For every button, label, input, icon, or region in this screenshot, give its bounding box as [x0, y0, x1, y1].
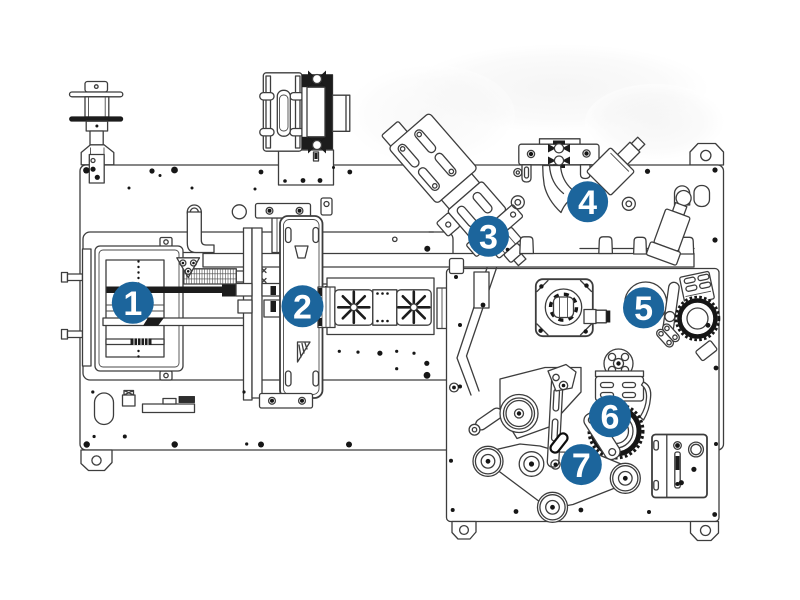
callout-5: 5 [623, 287, 665, 329]
callout-3: 3 [468, 215, 509, 257]
unit-3-angled [381, 113, 527, 267]
roller-left [472, 445, 504, 477]
top-motor-assembly [259, 70, 351, 186]
callout-6-number: 6 [601, 399, 620, 437]
callout-7: 7 [560, 444, 602, 486]
flat-bar [141, 396, 196, 414]
plate-ear-top-right [689, 142, 725, 166]
web-ribbon-path [428, 231, 498, 396]
callout-1-number: 1 [123, 285, 142, 323]
callout-6: 6 [589, 395, 631, 438]
reel-spool [68, 80, 124, 184]
star-wheel-left [334, 289, 374, 326]
unit-4-bracket [510, 136, 646, 214]
tilted-piston [645, 189, 692, 266]
callout-2: 2 [281, 285, 324, 328]
mesh-die-block [176, 257, 267, 285]
callout-2-number: 2 [293, 289, 312, 327]
spacer-block [372, 289, 398, 326]
callout-3-number: 3 [479, 219, 498, 257]
knurled-knob [674, 295, 721, 342]
roller-bottom [536, 491, 569, 523]
callout-4-number: 4 [578, 184, 597, 222]
callout-7-number: 7 [572, 447, 591, 485]
callout-5-number: 5 [634, 290, 653, 328]
elbow-duct [186, 204, 247, 254]
detail-panel [651, 433, 708, 499]
star-wheel-right [396, 289, 432, 326]
callout-4: 4 [567, 181, 609, 223]
rail-feet [519, 236, 695, 255]
plate-tab-bottom-left [80, 449, 113, 472]
plate-obround-hole [693, 184, 711, 208]
small-clevis [121, 389, 136, 407]
dot-column [137, 260, 140, 358]
motor-mount [534, 278, 611, 338]
callouts: 1 2 3 4 5 6 7 [111, 181, 665, 486]
bolt-dots [83, 166, 719, 517]
plate-slot-cutout [93, 392, 115, 426]
drawing-layer: 1 2 3 4 5 6 7 [60, 70, 725, 542]
roller-idler [518, 451, 545, 477]
roller-right [609, 462, 641, 494]
callout-1: 1 [111, 281, 154, 324]
star-wheel-platform [317, 277, 491, 336]
